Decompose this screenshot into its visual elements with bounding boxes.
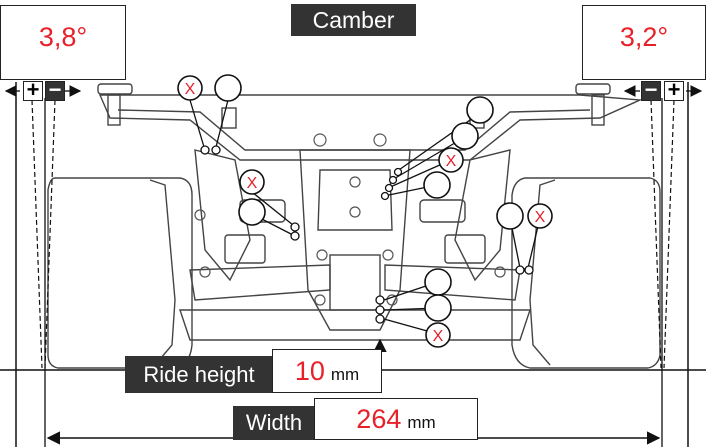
left-camber-value: 3,8° [38, 22, 88, 52]
right-camber-dash-1 [663, 99, 675, 369]
selected-x-circle [425, 322, 451, 348]
left-camber-dash-2 [44, 99, 56, 369]
mid-cap-left [221, 107, 237, 129]
right-shock [419, 199, 466, 223]
left-plus-sign: + [23, 79, 43, 101]
left-minus-sign: − [45, 79, 65, 101]
option-circle [214, 74, 242, 102]
bolt [373, 133, 387, 147]
right-camber-value: 3,2° [619, 22, 669, 52]
ride-height-value-box: 10 mm [272, 349, 382, 393]
right-tower [454, 149, 511, 282]
option-circle [466, 96, 494, 124]
selected-x-circle [438, 147, 464, 173]
selected-x-circle [239, 169, 265, 195]
x-mark: X [535, 209, 546, 226]
width-unit: mm [407, 413, 436, 432]
option-circle [424, 294, 452, 322]
left-camber-box: 3,8° [0, 5, 126, 80]
bolt [349, 176, 361, 188]
right-minus-sign: − [641, 79, 661, 101]
x-mark: X [446, 153, 457, 170]
ride-height-label: Ride height [125, 356, 273, 393]
x-mark: X [433, 328, 444, 345]
bolt [382, 249, 394, 261]
left-tower [194, 149, 251, 282]
x-mark: X [185, 81, 196, 98]
x-mark: X [247, 175, 258, 192]
bolt [314, 294, 326, 306]
left-post [107, 94, 121, 126]
bolt [349, 206, 361, 218]
right-wheel-inner [529, 179, 556, 366]
ride-height-unit: mm [330, 365, 360, 384]
ride-height-value: 10 [294, 356, 325, 386]
option-circle [496, 202, 524, 230]
right-camber-dash-2 [650, 99, 662, 369]
option-circle [423, 171, 451, 199]
lower-arm-left [189, 264, 331, 301]
right-wheel [511, 177, 661, 369]
left-camber-dash-1 [31, 99, 43, 369]
lower-arm-right [384, 264, 521, 301]
option-circle [451, 122, 479, 150]
camber-title: Camber [291, 4, 416, 36]
bolt [199, 266, 211, 278]
bolt [494, 266, 506, 278]
upper-arm-outline [98, 94, 643, 161]
right-spring [444, 234, 486, 264]
right-post [591, 94, 605, 126]
right-top-cap [575, 83, 611, 95]
bolt [386, 294, 398, 306]
center-bulkhead [299, 149, 411, 331]
center-plate [317, 169, 393, 231]
right-plus-sign: + [664, 79, 684, 101]
selected-x-circle [177, 75, 203, 101]
width-label: Width [233, 406, 315, 440]
bolt [194, 209, 206, 221]
width-value-box: 264 mm [314, 398, 478, 440]
left-spring [224, 234, 266, 264]
chassis-plate [179, 309, 531, 341]
left-wheel-inner [149, 179, 176, 366]
option-circle [238, 198, 266, 226]
width-value: 264 [356, 404, 402, 434]
option-circle [424, 268, 452, 296]
selected-x-circle [527, 203, 553, 229]
bolt [316, 249, 328, 261]
right-camber-box: 3,2° [582, 5, 706, 80]
bolt [313, 133, 327, 147]
left-top-cap [97, 83, 133, 95]
